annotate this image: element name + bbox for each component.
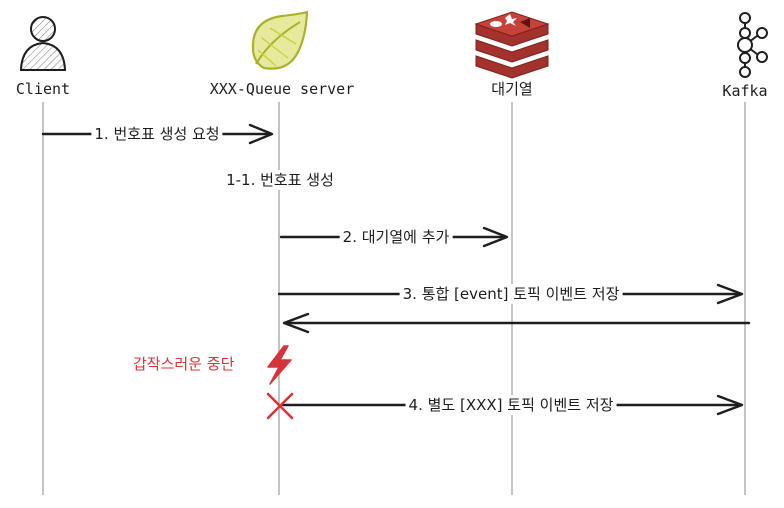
interrupt-label: 갑작스러운 중단: [130, 354, 238, 374]
kafka-icon: [737, 12, 768, 78]
participant-label-server: XXX-Queue server: [209, 80, 355, 98]
participant-label-client: Client: [15, 80, 71, 98]
participant-label-queue: 대기열: [491, 80, 533, 98]
participant-label-kafka: Kafka: [722, 82, 768, 100]
message-1: 1. 번호표 생성 요청: [91, 124, 223, 144]
message-3: 3. 통합 [event] 토픽 이벤트 저장: [399, 284, 623, 304]
message-1-1: 1-1. 번호표 생성: [223, 170, 337, 190]
failure-x-icon: [266, 392, 294, 420]
arrow-m3-return: [282, 312, 751, 334]
message-2: 2. 대기열에 추가: [339, 227, 453, 247]
message-4: 4. 별도 [XXX] 토픽 이벤트 저장: [405, 395, 617, 415]
lightning-icon: [267, 345, 292, 385]
user-icon: [19, 16, 67, 71]
redis-icon: [474, 11, 550, 79]
spring-leaf-icon: [251, 10, 309, 70]
